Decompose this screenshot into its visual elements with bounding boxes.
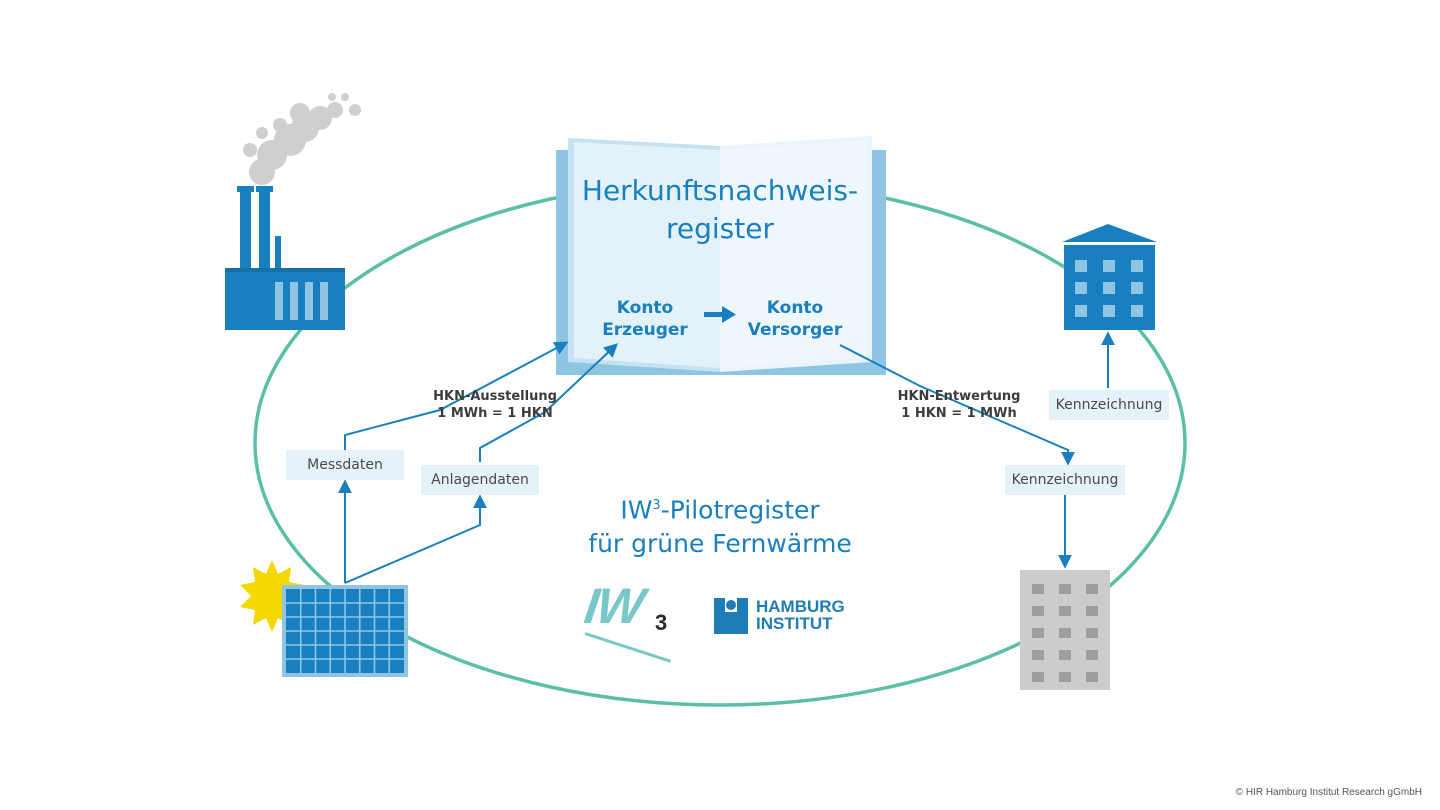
hamburg-line1: HAMBURG [756, 597, 845, 616]
iw3-logo: IW 3 [581, 578, 685, 663]
copyright-notice: © HIR Hamburg Institut Research gGmbH [1235, 787, 1422, 798]
labeling-bottom-label: Kennzeichnung [1005, 465, 1125, 495]
cancellation-line2: 1 HKN = 1 MWh [901, 406, 1017, 421]
account-supplier-line2: Versorger [747, 320, 843, 340]
account-supplier: Konto Versorger [735, 297, 855, 341]
factory-icon [225, 93, 361, 330]
iw3-sup: 3 [655, 610, 668, 635]
register-title-line1: Herkunftsnachweis- [581, 174, 859, 207]
account-producer: Konto Erzeuger [585, 297, 705, 341]
metering-to-producer-arrow [344, 341, 569, 450]
issuance-label: HKN-Ausstellung 1 MWh = 1 HKN [420, 388, 570, 422]
grey-building-icon [1020, 570, 1110, 690]
blue-building-icon [1062, 224, 1157, 330]
pilot-line1: IW3-Pilotregister [560, 489, 880, 527]
account-producer-line2: Erzeuger [602, 320, 688, 340]
plant-to-producer-arrow [479, 343, 619, 462]
plant-data-label: Anlagendaten [421, 465, 539, 495]
labeling-top-label: Kennzeichnung [1049, 390, 1169, 420]
pilot-line1-sup: 3 [652, 498, 661, 513]
iw3-mark: IW [581, 578, 647, 634]
cancellation-label: HKN-Entwertung 1 HKN = 1 MWh [884, 388, 1034, 422]
register-title-line2: register [666, 212, 774, 245]
register-title: Herkunftsnachweis- register [570, 172, 870, 248]
transfer-arrow [704, 306, 736, 323]
hamburg-institut-logo: HAMBURG INSTITUT [712, 596, 862, 636]
hamburg-line2: INSTITUT [756, 614, 833, 633]
hamburg-institut-mark-icon [714, 598, 748, 634]
pilot-line2: für grüne Fernwärme [588, 529, 852, 559]
issuance-line1: HKN-Ausstellung [433, 389, 557, 404]
solar-panel-icon [282, 585, 408, 677]
account-supplier-line1: Konto [766, 298, 824, 318]
issuance-line2: 1 MWh = 1 HKN [437, 406, 553, 421]
solar-to-plant-arrow [344, 494, 487, 584]
account-producer-line1: Konto [616, 298, 674, 318]
metering-data-label: Messdaten [286, 450, 404, 480]
flow-arrows [338, 331, 1115, 584]
cancellation-line1: HKN-Entwertung [897, 389, 1021, 404]
pilot-line1-a: IW [620, 495, 653, 525]
pilot-line1-b: -Pilotregister [660, 495, 820, 525]
supplier-to-labeling-arrow [839, 344, 1075, 466]
pilot-register-title: IW3-Pilotregister für grüne Fernwärme [560, 489, 880, 561]
register-book-icon [556, 136, 886, 375]
